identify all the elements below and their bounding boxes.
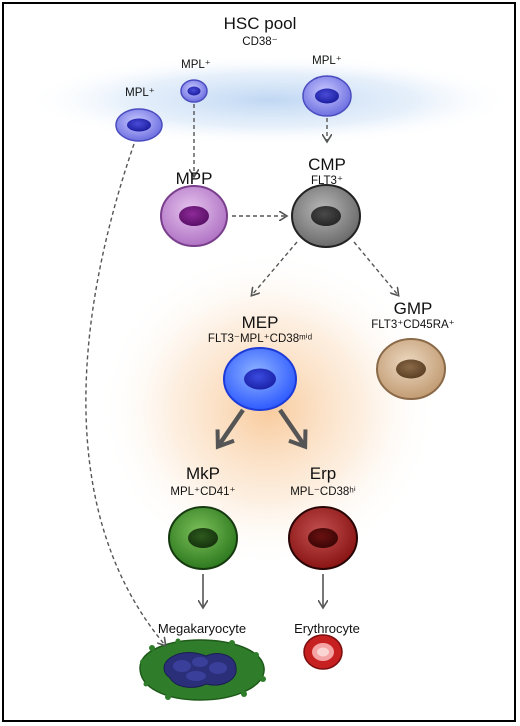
megakaryocyte-label: Megakaryocyte [157, 621, 247, 636]
mkp-marker: MPL⁺CD41⁺ [170, 486, 236, 498]
arrow-cmp-to-gmp [353, 241, 398, 295]
mep-marker: FLT3⁻MPL⁺CD38ᵐⁱᵈ [207, 333, 313, 345]
mkp-label: MkP [186, 464, 220, 483]
cmp-marker: FLT3⁺ [310, 175, 344, 187]
arrow-cmp-to-mep [252, 241, 298, 295]
hsc-pool-haze [25, 55, 515, 145]
hsc-cell-center [180, 79, 208, 103]
cmp-label: CMP [308, 155, 346, 174]
cmp-cell [291, 184, 361, 248]
mep-cell [223, 347, 297, 411]
arrow-mep-to-mkp [215, 408, 245, 450]
mep-label: MEP [241, 313, 279, 332]
mpl-label-right: MPL⁺ [312, 55, 342, 67]
erp-label: Erp [309, 464, 337, 483]
arrow-mep-to-erp [278, 408, 308, 450]
erp-cell [288, 506, 358, 570]
hsc-pool-title: HSC pool [223, 14, 297, 33]
hsc-cell-left [115, 108, 163, 142]
gmp-cell [376, 338, 446, 400]
arrow-hsc-to-megakaryocyte [85, 143, 165, 645]
mpp-label: MPP [175, 169, 213, 188]
megakaryocyte-cell [139, 638, 266, 701]
mpp-cell [160, 185, 228, 247]
erp-marker: MPL⁻CD38ʰⁱ [290, 486, 356, 498]
gmp-marker: FLT3⁺CD45RA⁺ [371, 319, 455, 331]
erythrocyte-cell [303, 634, 343, 670]
hsc-pool-marker: CD38⁻ [242, 36, 278, 48]
mpl-label-left: MPL⁺ [125, 87, 155, 99]
hsc-cell-right [302, 75, 352, 117]
erythrocyte-label: Erythrocyte [294, 621, 360, 636]
gmp-label: GMP [393, 299, 433, 318]
mkp-cell [168, 506, 238, 570]
mpl-label-center: MPL⁺ [181, 59, 211, 71]
